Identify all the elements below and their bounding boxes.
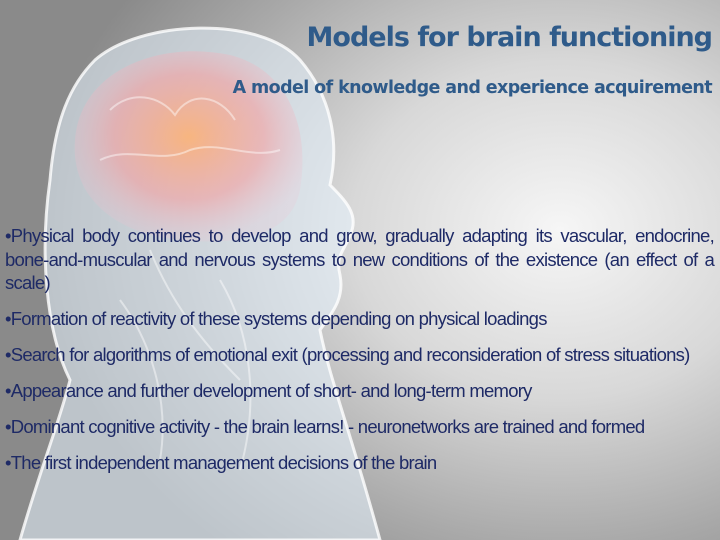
bullet-item: •Formation of reactivity of these system… — [5, 308, 547, 329]
brain-shape — [74, 51, 303, 242]
bullet-item: •Appearance and further development of s… — [5, 380, 532, 401]
bullet-item: •The first independent management decisi… — [5, 452, 437, 473]
bullet-item: •Dominant cognitive activity - the brain… — [5, 416, 645, 437]
slide-subtitle: A model of knowledge and experience acqu… — [232, 78, 713, 98]
bullet-item: •Physical body continues to develop and … — [5, 225, 715, 293]
bullet-list: •Physical body continues to develop and … — [5, 224, 715, 487]
bullet-item: •Search for algorithms of emotional exit… — [5, 344, 690, 365]
slide-title: Models for brain functioning — [306, 22, 713, 53]
